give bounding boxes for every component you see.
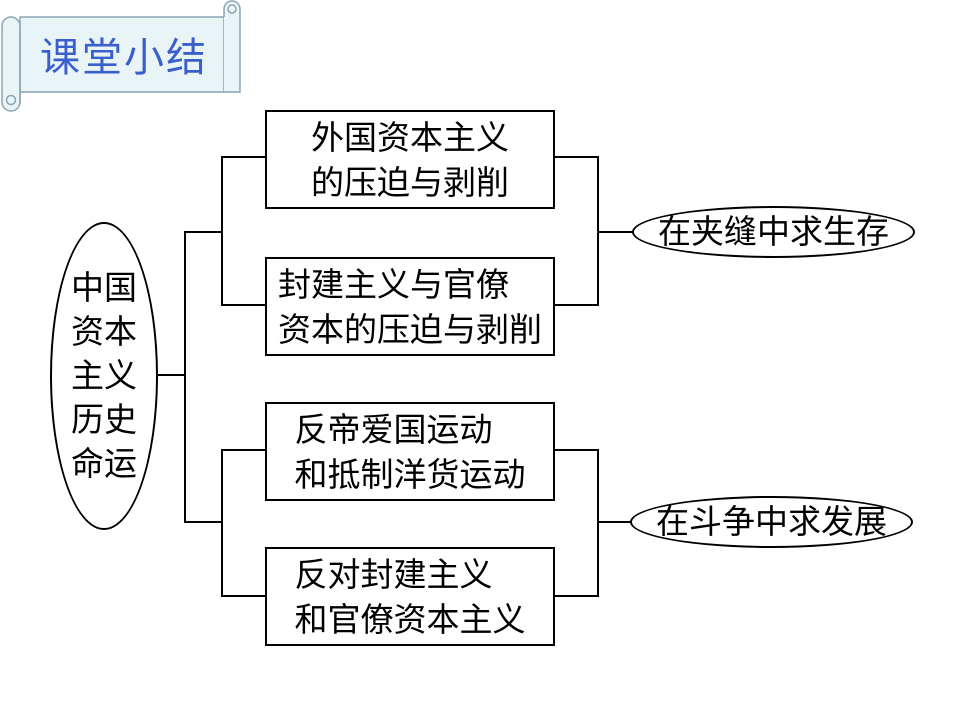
box-text-line: 资本的压迫与剥削 xyxy=(278,309,542,349)
center-topic-line: 资本 xyxy=(71,312,137,351)
box-text-line: 和抵制洋货运动 xyxy=(294,454,526,494)
banner-curl-top-right xyxy=(223,0,241,93)
center-topic-ellipse: 中国 资本 主义 历史 命运 xyxy=(50,222,158,530)
box-text: 外国资本主义 的压迫与剥削 xyxy=(311,115,509,205)
banner-curl-knob-top xyxy=(227,4,237,14)
box-text-line: 反对封建主义 xyxy=(294,554,493,594)
box-text-line: 反帝爱国运动 xyxy=(294,409,493,449)
center-topic-line: 中国 xyxy=(71,268,137,307)
center-topic-line: 历史 xyxy=(71,400,137,439)
box-text-line: 和官僚资本主义 xyxy=(294,599,526,639)
box-text-line: 的压迫与剥削 xyxy=(311,162,509,202)
center-topic-line: 主义 xyxy=(71,356,137,395)
banner-curl-knob-bottom xyxy=(5,94,17,106)
box-text-line: 外国资本主义 xyxy=(311,117,509,157)
movement-box-anti-imperialist: 反帝爱国运动 和抵制洋货运动 xyxy=(265,402,555,501)
box-text: 反对封建主义 和官僚资本主义 xyxy=(295,552,526,642)
box-text-line: 封建主义与官僚 xyxy=(278,264,509,304)
cause-box-feudal-bureaucratic: 封建主义与官僚 资本的压迫与剥削 xyxy=(265,257,555,356)
title-scroll-banner xyxy=(1,0,241,112)
result-ellipse-survive: 在夹缝中求生存 xyxy=(632,206,915,258)
banner-roll-left xyxy=(1,16,21,112)
result-ellipse-develop: 在斗争中求发展 xyxy=(630,496,913,548)
box-text: 反帝爱国运动 和抵制洋货运动 xyxy=(295,407,526,497)
movement-box-anti-feudal: 反对封建主义 和官僚资本主义 xyxy=(265,547,555,646)
cause-box-foreign-capitalism: 外国资本主义 的压迫与剥削 xyxy=(265,110,555,209)
box-text: 封建主义与官僚 资本的压迫与剥削 xyxy=(278,262,542,352)
center-topic-line: 命运 xyxy=(71,444,137,483)
slide-title: 课堂小结 xyxy=(40,35,208,81)
